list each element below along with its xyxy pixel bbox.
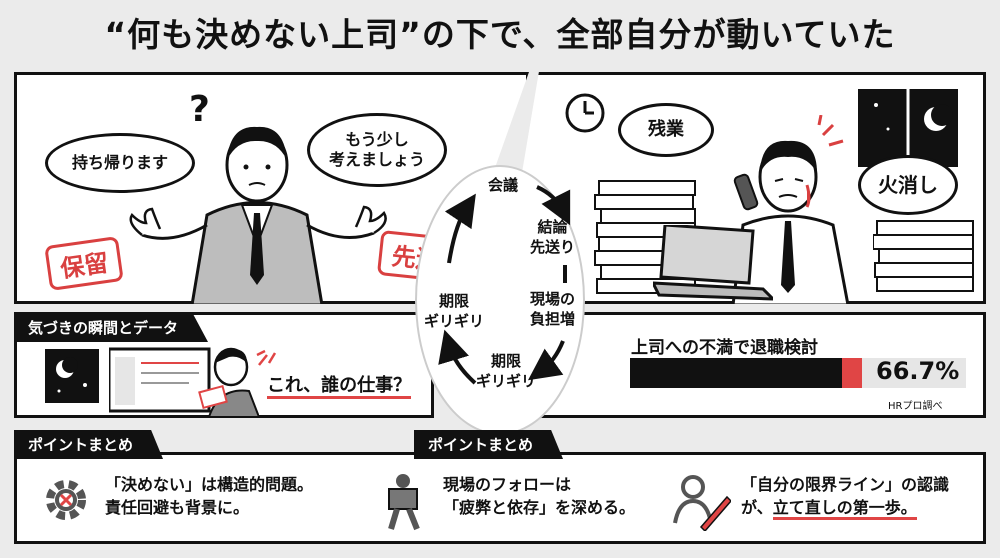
speech-bubble-take-home: 持ち帰ります bbox=[45, 133, 195, 193]
paper-stack-icon bbox=[873, 220, 974, 292]
cycle-line: 期限 bbox=[491, 352, 522, 370]
speech-line: もう少し bbox=[345, 130, 409, 149]
cycle-line: ギリギリ bbox=[476, 371, 537, 390]
envelope-icon bbox=[198, 384, 228, 410]
cycle-step-meeting: 会議 bbox=[488, 176, 519, 194]
speech-text: 火消し bbox=[878, 172, 938, 197]
moon-icon bbox=[858, 89, 958, 167]
point-2-text: 現場のフォローは 「疲弊と依存」を深める。 bbox=[443, 473, 635, 519]
speech-bubble-think-more: もう少し 考えましょう bbox=[307, 113, 447, 187]
points-tag-1: ポイントまとめ bbox=[14, 430, 164, 459]
cycle-line: 現場の bbox=[530, 290, 576, 308]
stat-bar-track bbox=[862, 358, 966, 388]
point-1-text: 「決めない」は構造的問題。 責任回避も背景に。 bbox=[105, 473, 313, 519]
phone-icon bbox=[733, 173, 759, 211]
point-highlight: 立て直しの第一歩。 bbox=[772, 498, 917, 521]
points-panel: 「決めない」は構造的問題。 責任回避も背景に。 現場のフォローは 「疲弊と依存」… bbox=[14, 452, 986, 544]
employee-illustration bbox=[731, 115, 850, 304]
speech-text: 持ち帰ります bbox=[71, 153, 168, 172]
point-line: 「決めない」は構造的問題。 bbox=[105, 475, 314, 494]
person-pencil-icon bbox=[673, 475, 731, 531]
cycle-step-postpone: 結論 先送り bbox=[530, 218, 575, 257]
cycle-line: 先送り bbox=[530, 237, 576, 256]
awareness-tag: 気づきの瞬間とデータ bbox=[14, 313, 209, 342]
surprise-lines-icon bbox=[256, 349, 277, 366]
cycle-arrows bbox=[438, 185, 571, 385]
gear-icon bbox=[46, 480, 86, 520]
point-line: 「疲弊と依存」を深める。 bbox=[443, 498, 636, 518]
cycle-line: 負担増 bbox=[530, 309, 576, 328]
points-tag-2: ポイントまとめ bbox=[414, 430, 564, 459]
stat-value-overlay: 66.7% bbox=[876, 357, 960, 385]
speech-text: もう少し 考えましょう bbox=[329, 130, 425, 170]
stat-bar-accent bbox=[842, 358, 862, 388]
awareness-caption: これ、誰の仕事？ bbox=[267, 371, 412, 399]
speech-text: 残業 bbox=[648, 118, 684, 140]
stat-source: HRプロ調べ bbox=[888, 401, 943, 412]
caption-text: これ、誰の仕事？ bbox=[267, 375, 412, 399]
point-line: 責任回避も背景に。 bbox=[105, 498, 250, 518]
stat-label: 上司への不満で退職検討 bbox=[631, 338, 818, 358]
point-line: が、 bbox=[741, 498, 773, 518]
cycle-step-burden: 現場の 負担増 bbox=[530, 290, 575, 329]
cycle-step-deadline-left: 期限 ギリギリ bbox=[424, 292, 484, 331]
worker-at-monitor-illustration bbox=[109, 347, 259, 417]
page-title: “何も決めない上司”の下で、全部自分が動いていた bbox=[104, 15, 896, 54]
person-carrying-icon bbox=[388, 474, 420, 531]
speech-bubble-overtime: 残業 bbox=[618, 103, 714, 157]
paper-stack-icon bbox=[594, 180, 696, 294]
question-mark: ? bbox=[189, 89, 210, 130]
cycle-line: ギリギリ bbox=[424, 311, 485, 330]
speech-line: 考えましょう bbox=[328, 150, 425, 169]
boss-illustration bbox=[129, 126, 387, 304]
cycle-line: 結論 bbox=[537, 218, 568, 236]
laptop-icon bbox=[653, 225, 773, 301]
point-line: 「自分の限界ライン」の認識 bbox=[741, 475, 950, 494]
cycle-line: 期限 bbox=[439, 292, 470, 310]
awareness-panel: これ、誰の仕事？ bbox=[14, 312, 434, 418]
clock-icon bbox=[565, 93, 605, 133]
speech-bubble-firefighting: 火消し bbox=[858, 155, 958, 215]
stat-bar-fill bbox=[630, 358, 862, 388]
point-3-text: 「自分の限界ライン」の認識 が、立て直しの第一歩。 bbox=[741, 473, 950, 521]
point-line: 現場のフォローは bbox=[443, 475, 572, 494]
boss-panel: ? 持ち帰ります もう少し 考えましょう 保留 先送り bbox=[14, 72, 529, 304]
cycle-step-deadline-bottom: 期限 ギリギリ bbox=[476, 352, 536, 391]
moon-icon bbox=[45, 349, 99, 403]
